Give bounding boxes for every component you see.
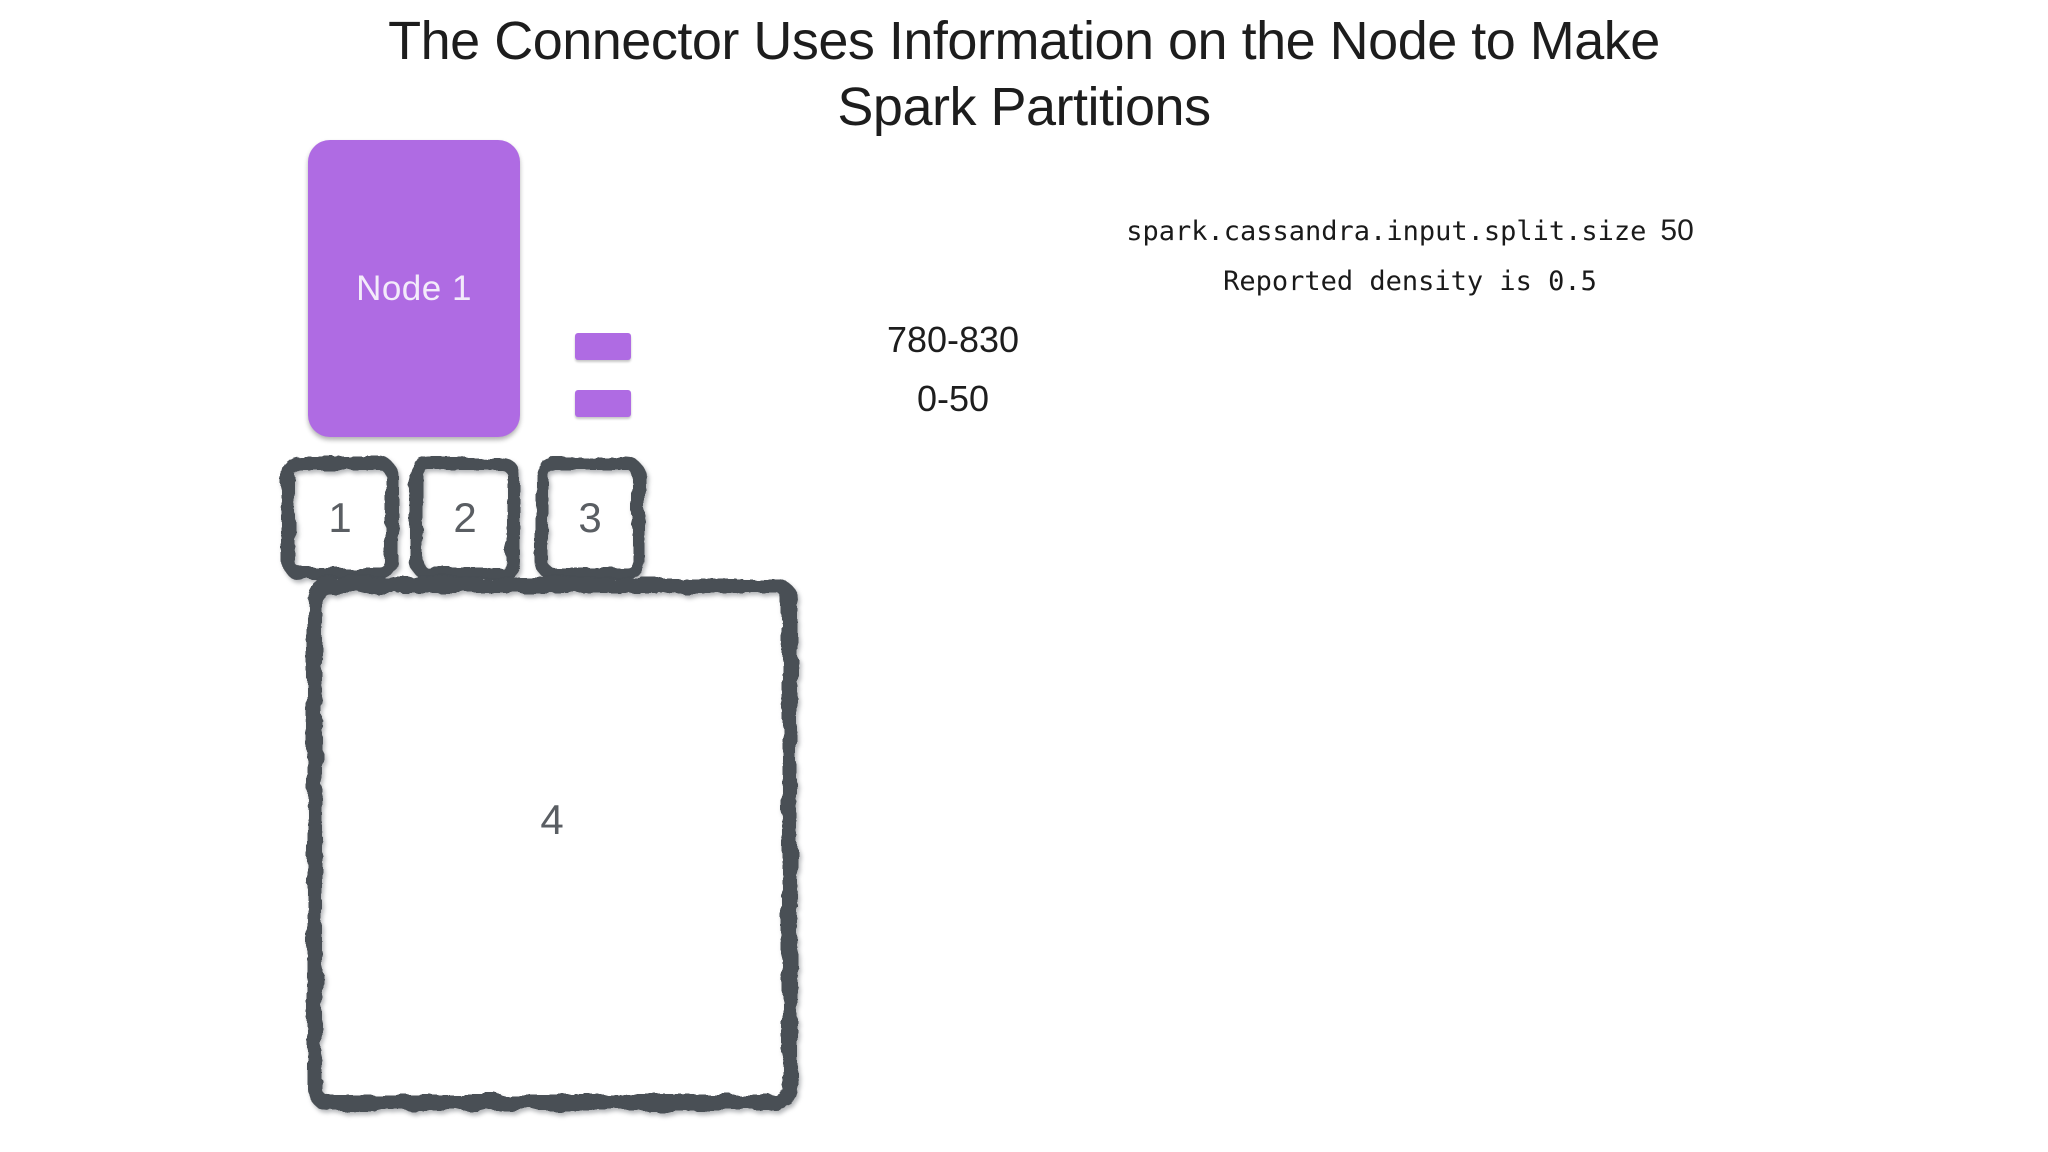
partition-box-3	[535, 457, 645, 580]
slide-title: The Connector Uses Information on the No…	[0, 8, 2048, 140]
slide-title-line2: Spark Partitions	[837, 77, 1211, 137]
config-key: spark.cassandra.input.split.size	[1126, 216, 1647, 247]
slide-title-line1: The Connector Uses Information on the No…	[388, 11, 1660, 71]
partition-number-1: 1	[328, 494, 352, 541]
token-range-chip-2	[575, 390, 631, 417]
partition-number-4: 4	[540, 796, 564, 843]
token-range-label-2: 0-50	[916, 378, 990, 419]
partition-number-2: 2	[453, 494, 477, 541]
density-line: Reported density is 0.5	[1223, 266, 1597, 297]
token-range-label-1: 780-830	[886, 319, 1020, 360]
config-line: spark.cassandra.input.split.size 50	[1126, 214, 1694, 247]
partition-box-1	[282, 457, 398, 580]
token-range-chip-1	[575, 333, 631, 360]
config-value: 50	[1660, 214, 1694, 247]
cassandra-node-label: Node 1	[356, 268, 472, 308]
cassandra-node-box: Node 1	[308, 140, 520, 437]
partition-box-4	[307, 578, 797, 1110]
partition-box-2	[410, 457, 520, 580]
partition-number-3: 3	[578, 494, 602, 541]
